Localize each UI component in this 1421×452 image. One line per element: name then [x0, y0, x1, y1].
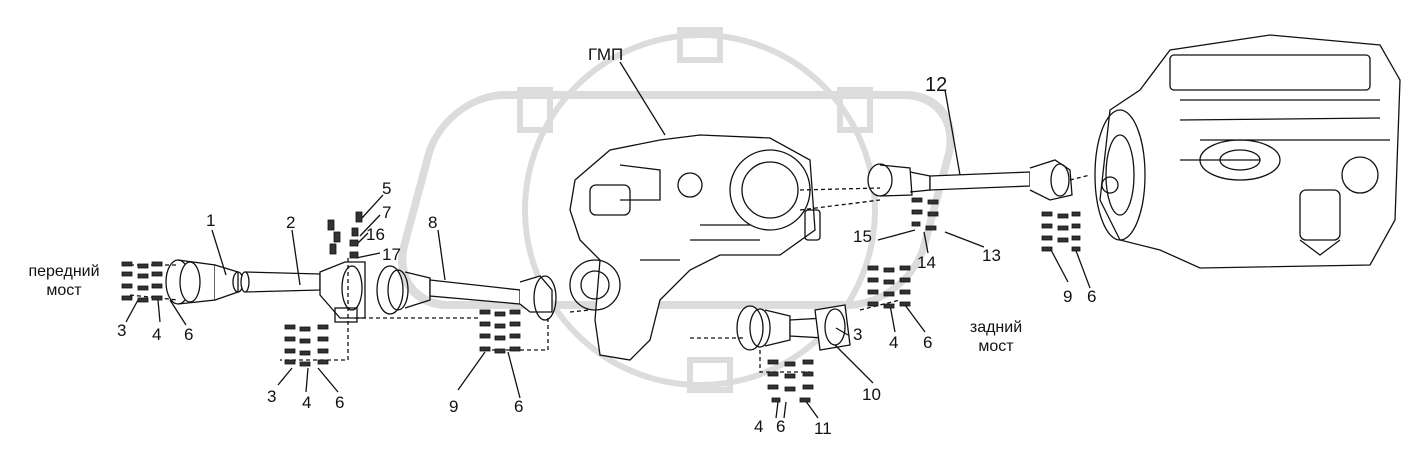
callout-2: 2: [286, 213, 296, 232]
callout-8: 8: [428, 213, 438, 232]
fasteners-front: [121, 261, 163, 303]
fasteners-engine: [1041, 211, 1081, 252]
callout-15: 15: [853, 227, 872, 246]
fasteners-shaft8: [479, 309, 521, 354]
callout-4: 4: [754, 417, 764, 436]
callout-6: 6: [184, 325, 194, 344]
callout-17: 17: [382, 245, 401, 264]
engine: [1094, 34, 1401, 269]
transmission-gmp: [569, 134, 821, 361]
callout-6: 6: [1087, 287, 1097, 306]
callout-11: 11: [814, 419, 832, 438]
callout-4: 4: [889, 333, 899, 352]
shaft-10: [736, 304, 851, 351]
callout-3: 3: [853, 325, 863, 344]
callout-6: 6: [514, 397, 524, 416]
fastener-clusters: [121, 197, 1081, 403]
transmission-label: ГМП: [588, 45, 624, 64]
shaft-2: [240, 261, 366, 323]
front-axle-line1: передний: [28, 263, 100, 280]
callout-4: 4: [302, 393, 312, 412]
fasteners-vertical-5-7: [327, 211, 363, 259]
callout-4: 4: [152, 325, 162, 344]
callout-6: 6: [923, 333, 933, 352]
rear-axle-label: задний мост: [958, 318, 1034, 356]
leader-lines: [125, 61, 1091, 419]
rear-axle-line1: задний: [969, 319, 1023, 336]
callout-14: 14: [917, 253, 936, 272]
shaft-1: [165, 259, 244, 305]
callout-12: 12: [925, 74, 948, 96]
fasteners-shaft10: [767, 359, 814, 403]
shaft-12: [867, 159, 1073, 201]
callout-3: 3: [117, 321, 127, 340]
fasteners-shaft12: [911, 197, 939, 231]
fasteners-rear: [867, 265, 911, 309]
rear-axle-line2: мост: [978, 338, 1014, 355]
callout-6: 6: [776, 417, 786, 436]
callout-16: 16: [366, 225, 385, 244]
front-axle-line2: мост: [46, 282, 82, 299]
callout-1: 1: [206, 211, 216, 230]
callout-9: 9: [1063, 287, 1073, 306]
watermark-gear: [517, 27, 878, 393]
callout-5: 5: [382, 179, 392, 198]
callout-3: 3: [267, 387, 277, 406]
fasteners-shaft2: [284, 324, 329, 367]
shaft-8: [376, 265, 557, 321]
callout-10: 10: [862, 385, 881, 404]
front-axle-label: передний мост: [18, 262, 110, 300]
callout-7: 7: [382, 203, 392, 222]
callout-13: 13: [982, 246, 1001, 265]
callout-9: 9: [449, 397, 459, 416]
callout-6: 6: [335, 393, 345, 412]
